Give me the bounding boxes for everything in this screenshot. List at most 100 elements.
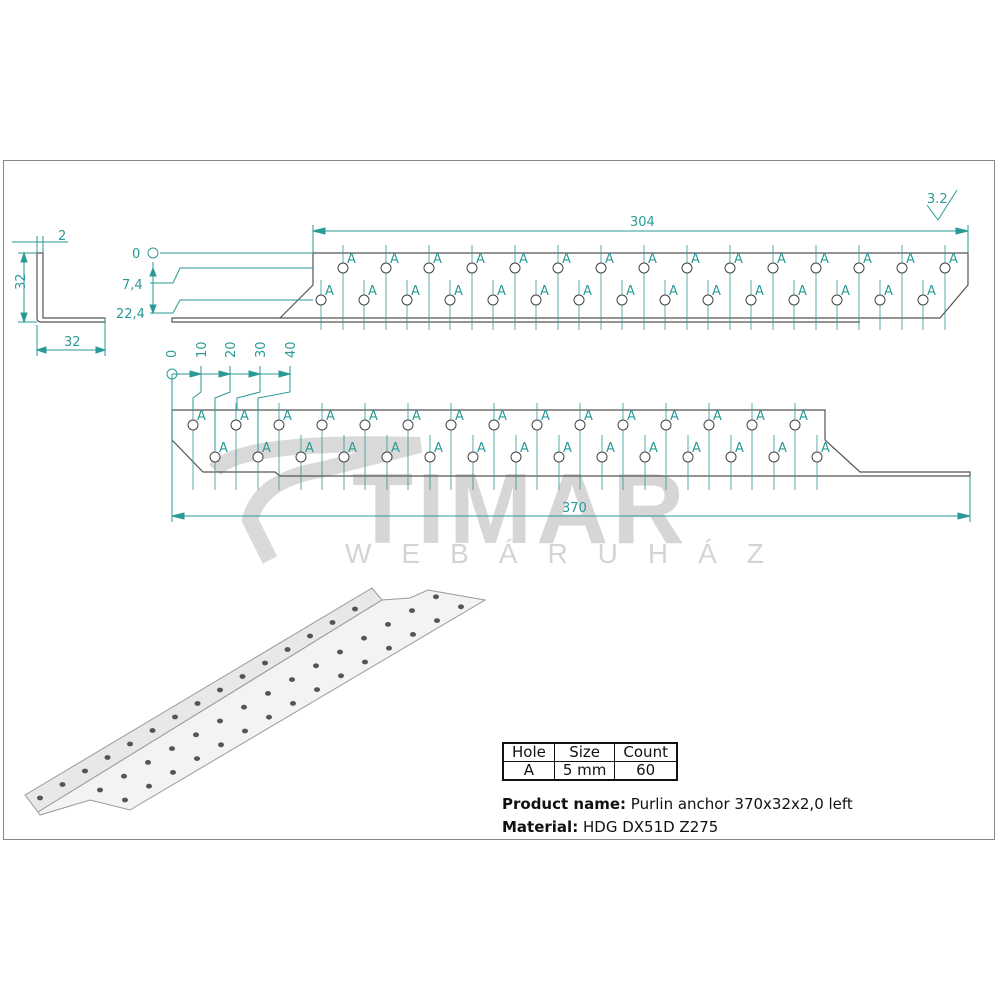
- product-name-value: Purlin anchor 370x32x2,0 left: [630, 795, 853, 813]
- hole-a: [423, 262, 435, 274]
- hole-a: [230, 419, 242, 431]
- hole-a: [359, 419, 371, 431]
- material: Material: HDG DX51D Z275: [502, 818, 718, 836]
- hole-a: [402, 419, 414, 431]
- hole-a: [745, 294, 757, 306]
- hole-label: A: [563, 441, 572, 456]
- hole-label: A: [734, 252, 743, 267]
- hole-label: A: [605, 252, 614, 267]
- hole-label: A: [219, 441, 228, 456]
- watermark-title: TIMAR: [352, 453, 689, 565]
- hole-label: A: [326, 409, 335, 424]
- hole-a: [445, 419, 457, 431]
- iso-hole: [434, 618, 440, 623]
- hole-label: A: [348, 441, 357, 456]
- iso-hole: [329, 620, 336, 625]
- count-value: 60: [614, 761, 678, 781]
- hole-label: A: [347, 252, 356, 267]
- hole-label: A: [649, 441, 658, 456]
- hole-a: [896, 262, 908, 274]
- hole-a: [315, 294, 327, 306]
- iso-hole: [307, 633, 313, 639]
- iso-hole: [37, 795, 43, 801]
- iso-hole: [170, 770, 176, 775]
- hole-a: [660, 419, 672, 431]
- iso-hole: [169, 746, 175, 751]
- hole-a: [595, 262, 607, 274]
- hole-a: [681, 262, 693, 274]
- hole-a: [530, 294, 542, 306]
- hole-a: [424, 451, 436, 463]
- dim-top-length: 304: [630, 215, 655, 230]
- hole-label: A: [713, 409, 722, 424]
- hole-a: [874, 294, 886, 306]
- iso-hole: [241, 704, 247, 710]
- hole-label: A: [927, 284, 936, 299]
- iso-hole: [145, 760, 151, 765]
- material-value: HDG DX51D Z275: [582, 818, 719, 836]
- iso-hole: [361, 635, 367, 641]
- hole-a: [209, 451, 221, 463]
- hole-a: [338, 451, 350, 463]
- hole-label: A: [906, 252, 915, 267]
- hole-a: [531, 419, 543, 431]
- hole-header: Hole: [502, 742, 555, 762]
- iso-hole: [433, 594, 439, 600]
- hole-label: A: [841, 284, 850, 299]
- iso-hole: [313, 663, 319, 669]
- hole-label: A: [477, 441, 486, 456]
- hole-a: [939, 262, 951, 274]
- iso-hole: [121, 773, 127, 779]
- dim-pitch-20: 20: [224, 341, 239, 358]
- size-header: Size: [553, 742, 616, 762]
- hole-label: A: [305, 441, 314, 456]
- hole-a: [252, 451, 264, 463]
- iso-hole: [97, 787, 103, 793]
- hole-a: [487, 294, 499, 306]
- iso-hole: [284, 647, 291, 652]
- hole-label: A: [283, 409, 292, 424]
- hole-a: [639, 451, 651, 463]
- hole-a: [917, 294, 929, 306]
- dim-total-length: 370: [562, 501, 587, 516]
- hole-a: [767, 262, 779, 274]
- hole-label: A: [476, 252, 485, 267]
- hole-label: A: [412, 409, 421, 424]
- iso-hole: [122, 797, 128, 803]
- dim-row-22-4: 22,4: [116, 307, 145, 322]
- iso-hole: [385, 622, 391, 627]
- hole-a: [444, 294, 456, 306]
- hole-label: A: [498, 409, 507, 424]
- iso-hole: [338, 673, 344, 679]
- iso-hole: [193, 732, 199, 738]
- iso-hole: [218, 742, 224, 748]
- iso-hole: [104, 755, 111, 760]
- hole-a: [617, 419, 629, 431]
- hole-a: [553, 451, 565, 463]
- hole-a: [488, 419, 500, 431]
- hole-label: A: [626, 284, 635, 299]
- iso-hole: [59, 782, 66, 787]
- dim-pitch-30: 30: [254, 341, 269, 358]
- hole-label: A: [712, 284, 721, 299]
- hole-label: A: [262, 441, 271, 456]
- hole-label: A: [863, 252, 872, 267]
- hole-a: [381, 451, 393, 463]
- hole-label: A: [735, 441, 744, 456]
- hole-a: [725, 451, 737, 463]
- dim-row-0: 0: [132, 247, 140, 262]
- roughness-symbol: 3.2: [927, 192, 948, 207]
- iso-hole: [127, 741, 133, 747]
- dim-pitch-0: 0: [165, 350, 180, 358]
- hole-a: [573, 294, 585, 306]
- hole-label: A: [583, 284, 592, 299]
- product-name: Product name: Purlin anchor 370x32x2,0 l…: [502, 795, 853, 813]
- hole-label: A: [390, 252, 399, 267]
- iso-hole: [262, 660, 268, 666]
- iso-hole: [290, 701, 296, 706]
- hole-a: [337, 262, 349, 274]
- dim-thickness: 2: [58, 229, 66, 244]
- hole-a: [596, 451, 608, 463]
- hole-label: A: [541, 409, 550, 424]
- iso-hole: [265, 691, 271, 696]
